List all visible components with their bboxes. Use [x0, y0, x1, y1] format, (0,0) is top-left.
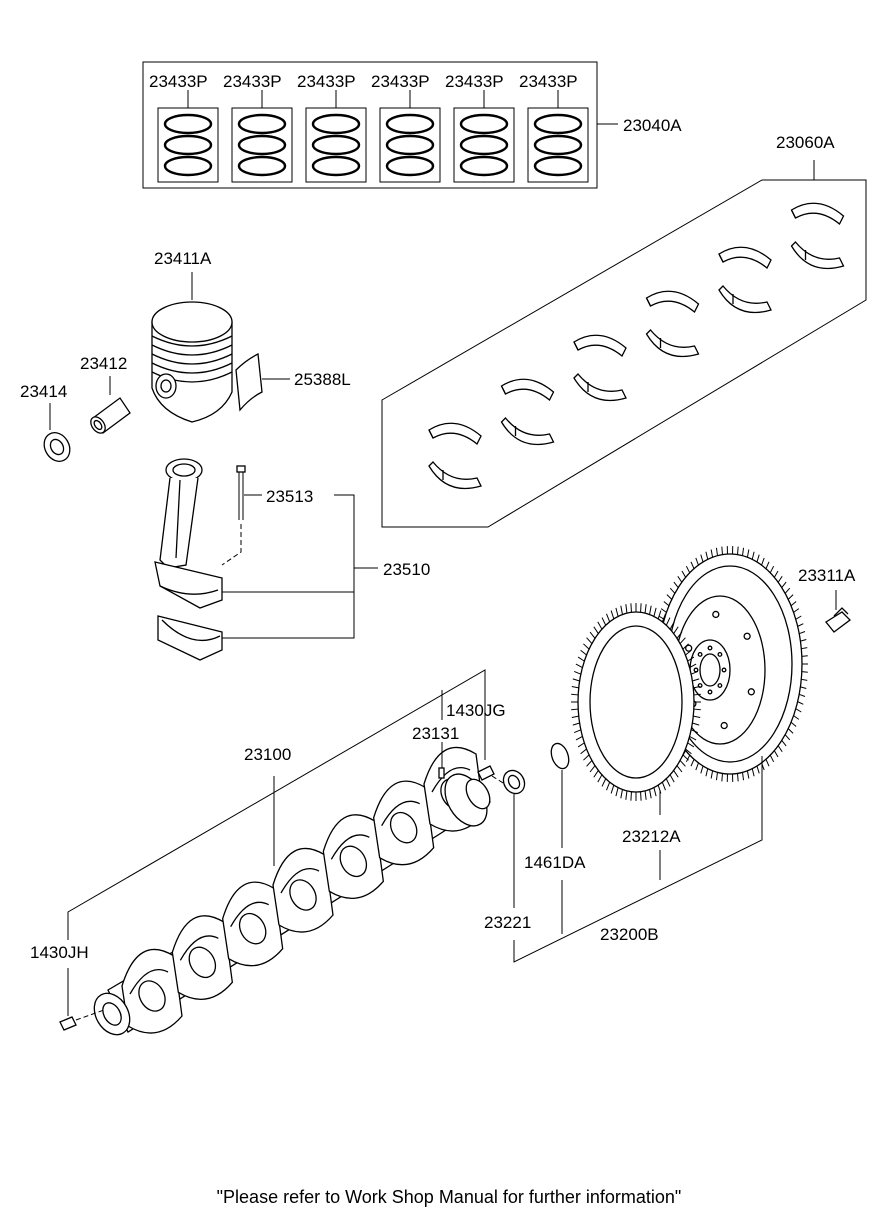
piston-label: 23411A	[154, 249, 212, 268]
crankshaft	[59, 669, 509, 1036]
bearing-set-frame	[381, 179, 867, 528]
part-labels: 23433P 23433P 23433P 23433P 23433P 23433…	[20, 72, 856, 1207]
piston-pin-label: 23412	[80, 354, 127, 373]
bearing-set-label: 23060A	[776, 133, 835, 152]
bearing-pair	[428, 422, 482, 490]
ring-gear	[571, 603, 701, 815]
pin-jh-label: 1430JH	[30, 943, 89, 962]
bearing-pair	[718, 246, 772, 314]
bearing-shell	[235, 352, 290, 412]
ring-set-label: 23040A	[623, 116, 682, 135]
flywheel-bolt	[825, 590, 851, 633]
snap-ring	[43, 403, 71, 462]
flywheel-assy-bracket	[513, 756, 763, 963]
ring-cell	[379, 90, 441, 183]
crank-web	[171, 915, 234, 1000]
pin-jg-label: 1430JG	[446, 701, 506, 720]
crank-web	[121, 948, 183, 1034]
oring	[550, 742, 570, 848]
ring-cell	[157, 90, 219, 183]
ring-label-4: 23433P	[371, 72, 430, 91]
ring-cell	[453, 90, 515, 183]
flywheel-assy-label: 23200B	[600, 925, 659, 944]
rod-bolt-label: 23513	[266, 487, 313, 506]
ring-label-1: 23433P	[149, 72, 208, 91]
bearing-pair	[573, 334, 627, 402]
ring-cell	[527, 90, 589, 183]
ring-cell	[231, 90, 293, 183]
bearing-pair	[790, 202, 845, 270]
ring-label-5: 23433P	[445, 72, 504, 91]
ring-label-2: 23433P	[223, 72, 282, 91]
ring-label-6: 23433P	[519, 72, 578, 91]
bearing-shell-label: 25388L	[294, 370, 351, 389]
piston	[151, 272, 233, 423]
ring-cell	[305, 90, 367, 183]
crank-web	[322, 814, 385, 899]
footer-note: "Please refer to Work Shop Manual for fu…	[217, 1187, 682, 1207]
piston-pin	[90, 376, 131, 434]
crank-web	[272, 847, 334, 933]
ring-gear-label: 23212A	[622, 827, 681, 846]
snap-ring-label: 23414	[20, 382, 67, 401]
crank-web	[373, 780, 435, 866]
connecting-rod-label: 23510	[383, 560, 430, 579]
bushing-label: 23221	[484, 913, 531, 932]
oring-label: 1461DA	[524, 853, 586, 872]
connecting-rod	[154, 458, 378, 661]
piston-ring-set	[142, 61, 618, 189]
main-bearing-set	[381, 160, 867, 528]
ring-label-3: 23433P	[297, 72, 356, 91]
crankshaft-label: 23100	[244, 745, 291, 764]
bushing	[502, 769, 526, 908]
crank-web	[222, 881, 284, 967]
bearing-pair	[500, 378, 555, 446]
flywheel-bolt-label: 23311A	[798, 566, 856, 585]
bearing-pair	[645, 290, 700, 358]
ring-set-frame	[142, 61, 598, 189]
key-label: 23131	[412, 724, 459, 743]
